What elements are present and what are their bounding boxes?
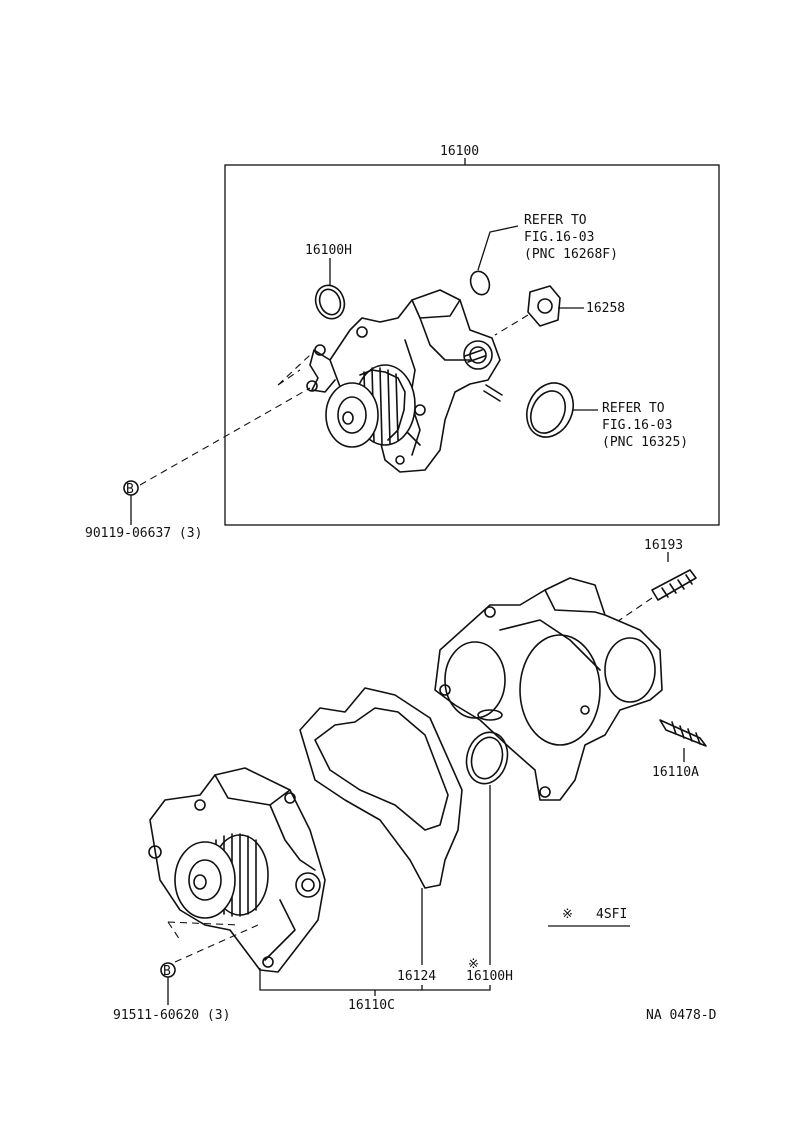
o-ring-16100h-lower <box>465 731 509 785</box>
label-16124: 16124 <box>397 969 436 984</box>
label-16100: 16100 <box>440 144 479 159</box>
mark-16100h-lower: ※ <box>468 957 479 972</box>
housing-drawing <box>434 577 663 801</box>
refer1-line2: FIG.16-03 <box>524 230 594 245</box>
svg-text:B: B <box>163 964 171 979</box>
gasket-16258 <box>527 285 561 327</box>
refer2-line1: REFER TO <box>602 401 665 416</box>
legend-mark: ※ <box>562 907 573 922</box>
label-90119-06637: 90119-06637 (3) <box>85 526 202 541</box>
lower-water-pump-drawing <box>148 767 326 973</box>
label-16100h-lower: 16100H <box>466 969 513 984</box>
svg-text:B: B <box>126 482 134 497</box>
bracket-16110c <box>259 968 491 991</box>
label-16110c: 16110C <box>348 998 395 1013</box>
refer1-line3: (PNC 16268F) <box>524 247 618 262</box>
stud-16193 <box>651 569 697 601</box>
seal-16325 <box>526 382 574 438</box>
refer2-line3: (PNC 16325) <box>602 435 688 450</box>
assembly-box <box>224 164 720 526</box>
upper-water-pump-drawing <box>306 289 503 473</box>
o-ring-16100h-upper <box>314 284 346 320</box>
figure-code: NA 0478-D <box>646 1008 717 1023</box>
gasket-16124 <box>299 687 463 889</box>
o-ring-16268f <box>469 270 491 296</box>
label-16193: 16193 <box>644 538 683 553</box>
label-91511-60620: 91511-60620 (3) <box>113 1008 230 1023</box>
legend-text: 4SFI <box>596 907 627 922</box>
label-16100h-upper: 16100H <box>305 243 352 258</box>
label-16110a: 16110A <box>652 765 699 780</box>
refer1-line1: REFER TO <box>524 213 587 228</box>
label-16258: 16258 <box>586 301 625 316</box>
refer2-line2: FIG.16-03 <box>602 418 672 433</box>
